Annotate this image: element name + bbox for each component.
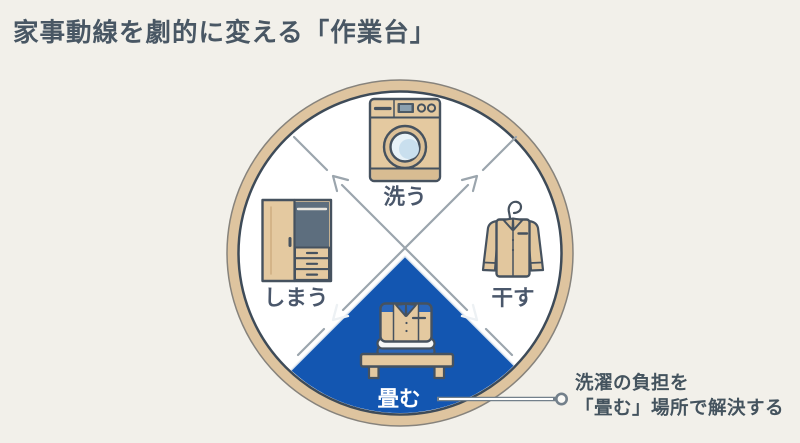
step-label-store: しまう xyxy=(264,286,329,310)
arrowhead-down-right-icon xyxy=(460,303,479,322)
hanging-shirt-icon xyxy=(481,200,545,278)
line-a-bottom xyxy=(484,327,514,357)
movement-arrowheads xyxy=(331,174,479,322)
arrowhead-up-left-icon xyxy=(331,174,350,193)
line-b-bottom xyxy=(296,327,326,357)
arrowhead-down-left-icon xyxy=(331,303,350,322)
annotation: 洗濯の負担を 「畳む」場所で解決する xyxy=(575,371,784,420)
folded-clothes-workbench-icon xyxy=(359,302,455,380)
line-a-top xyxy=(292,135,329,172)
step-label-wash: 洗う xyxy=(383,185,426,209)
line-b-top xyxy=(481,135,518,172)
line-b-mid xyxy=(341,183,470,312)
annotation-line-2: 「畳む」場所で解決する xyxy=(575,396,785,418)
annotation-line-1: 洗濯の負担を xyxy=(575,372,690,393)
wardrobe-icon xyxy=(261,198,333,283)
step-label-fold: 畳む xyxy=(377,387,420,411)
hanger-hook-icon xyxy=(507,200,523,221)
step-label-dry: 干す xyxy=(491,286,534,310)
movement-lines xyxy=(292,135,518,357)
washing-machine-icon xyxy=(368,97,442,183)
annotation-connector-dot xyxy=(554,392,568,406)
arrowhead-up-right-icon xyxy=(460,174,479,193)
page-title: 家事動線を劇的に変える「作業台」 xyxy=(13,19,437,47)
annotation-connector xyxy=(437,392,568,406)
